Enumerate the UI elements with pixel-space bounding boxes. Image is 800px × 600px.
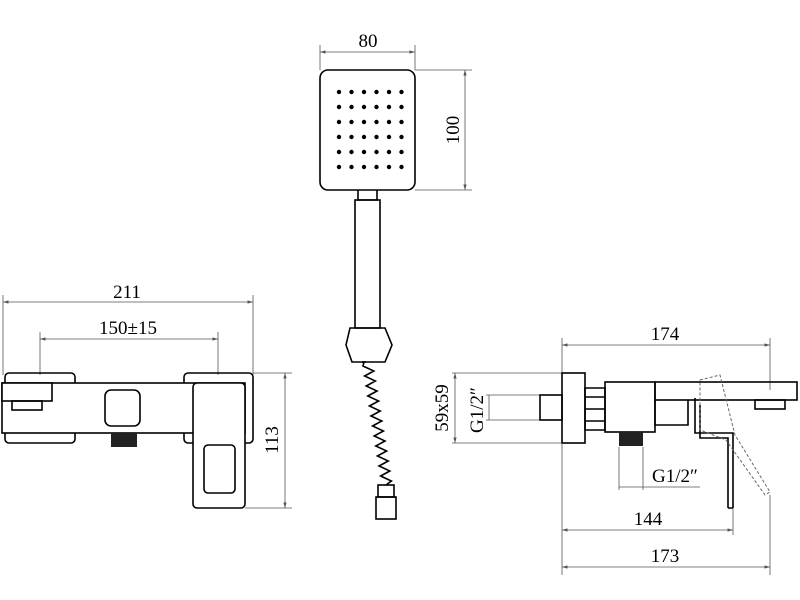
- spray-nozzle: [386, 134, 392, 140]
- outlet-thread: [111, 433, 137, 447]
- spray-nozzle: [349, 104, 354, 110]
- spray-nozzle: [399, 119, 404, 125]
- front-view: 211 150±15 113: [1, 282, 292, 509]
- spray-nozzle: [336, 119, 342, 125]
- spray-nozzle: [361, 89, 367, 95]
- spray-nozzle: [349, 89, 354, 95]
- shower-neck: [357, 190, 378, 201]
- dimension-shower-height: 100: [443, 116, 464, 145]
- spray-nozzle: [336, 164, 342, 170]
- dimension-outlet-thread: G1/2″: [652, 466, 698, 487]
- spray-nozzle: [349, 119, 354, 125]
- cartridge-housing: [654, 400, 689, 426]
- spray-nozzle: [399, 164, 404, 170]
- hose-nut: [375, 496, 397, 520]
- spray-nozzle: [361, 134, 367, 140]
- hose-connector: [345, 327, 393, 363]
- side-view: 174 59x59 G1/2″ G1/2″ 144 173: [432, 324, 798, 575]
- spray-nozzle: [361, 104, 367, 110]
- wall-plate: [561, 372, 586, 444]
- hex-nut: [584, 387, 606, 431]
- spray-nozzle: [399, 134, 404, 140]
- spray-nozzle: [336, 104, 342, 110]
- spray-nozzle: [374, 149, 379, 155]
- outlet-thread-side: [619, 432, 643, 446]
- spray-nozzle: [374, 89, 379, 95]
- spout-side: [654, 381, 798, 401]
- diverter-button: [104, 389, 141, 427]
- handle-open-position: [699, 374, 771, 496]
- spray-nozzle: [399, 89, 404, 95]
- hand-shower: 80 100: [319, 31, 472, 520]
- spray-nozzle: [399, 149, 404, 155]
- dimension-plate-size: 59x59: [432, 384, 453, 432]
- dimension-height: 113: [262, 426, 283, 454]
- dimension-overall-length: 174: [651, 324, 680, 345]
- shower-handle: [354, 199, 381, 329]
- spout: [1, 382, 53, 402]
- spray-nozzle: [386, 119, 392, 125]
- shower-head: [319, 69, 416, 191]
- spray-nozzle: [399, 104, 404, 110]
- dimension-inlet-thread: G1/2″: [467, 387, 488, 433]
- spray-nozzle: [336, 89, 342, 95]
- dimension-handle-depth: 144: [634, 509, 663, 530]
- spray-nozzle: [349, 149, 354, 155]
- shower-hose: [362, 361, 393, 486]
- dimension-overall-width: 211: [113, 282, 141, 303]
- spray-nozzle: [361, 149, 367, 155]
- hose-nut-top: [377, 484, 395, 498]
- inlet-pipe: [539, 394, 563, 421]
- spray-nozzle: [386, 104, 392, 110]
- dimension-center-distance: 150±15: [99, 318, 157, 339]
- spray-nozzle: [374, 164, 379, 170]
- spray-nozzle: [349, 164, 354, 170]
- spout-outlet-side: [754, 399, 786, 410]
- dimension-spout-depth: 173: [651, 546, 680, 567]
- spray-nozzle: [349, 134, 354, 140]
- spray-nozzle: [374, 104, 379, 110]
- spray-nozzle: [374, 134, 379, 140]
- spray-nozzle: [336, 134, 342, 140]
- spray-nozzle: [374, 119, 379, 125]
- spray-nozzle: [386, 149, 392, 155]
- body-block: [604, 381, 656, 433]
- spray-nozzle: [361, 119, 367, 125]
- spray-nozzle: [336, 149, 342, 155]
- spray-nozzle: [386, 89, 392, 95]
- dimension-shower-width: 80: [359, 31, 378, 52]
- spray-nozzle: [386, 164, 392, 170]
- spray-nozzles: [336, 89, 404, 170]
- side-handle: [694, 398, 734, 509]
- spout-outlet: [11, 400, 43, 411]
- handle-inset: [203, 444, 236, 494]
- spray-nozzle: [361, 164, 367, 170]
